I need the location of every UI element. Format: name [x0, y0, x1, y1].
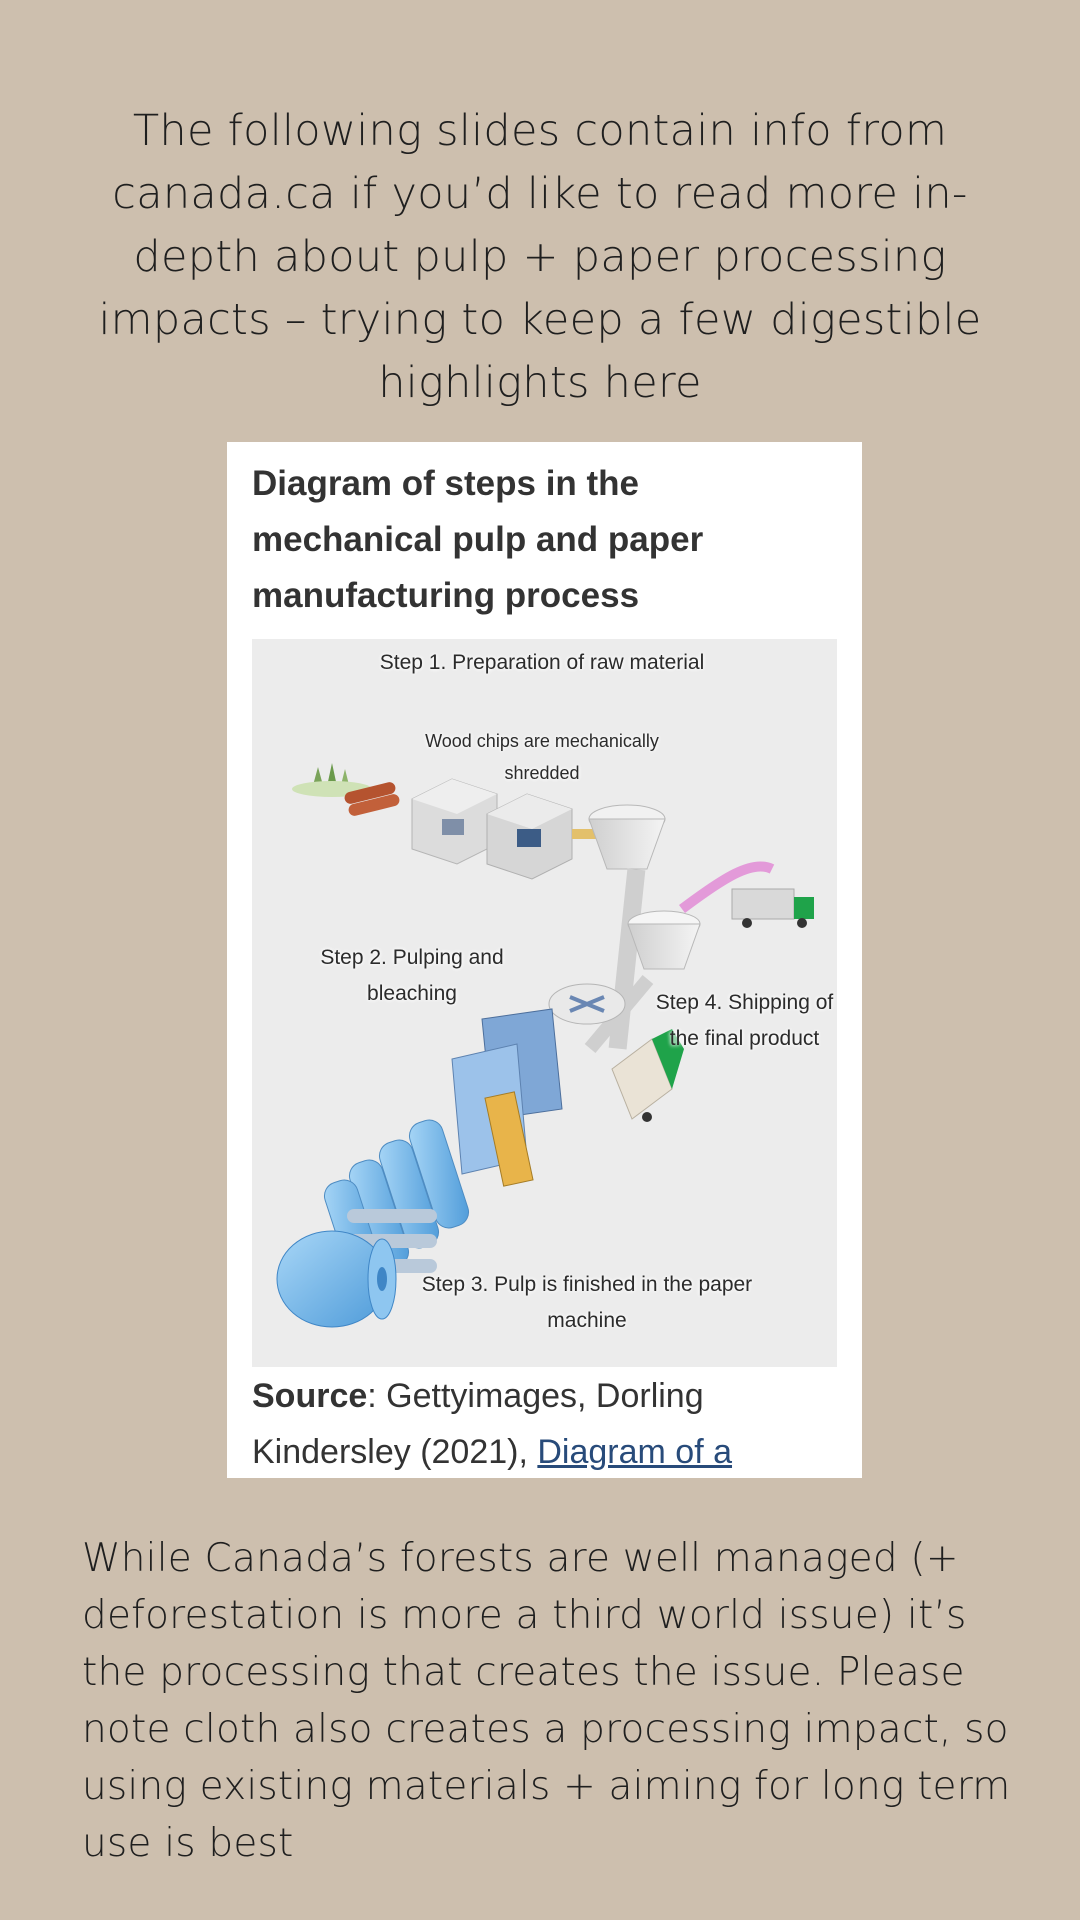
diagram-card: Diagram of steps in the mechanical pulp … — [227, 442, 862, 1478]
truck-icon-bottom — [611, 1029, 684, 1122]
truck-icon-top — [731, 888, 814, 928]
diagram-title: Diagram of steps in the mechanical pulp … — [252, 464, 704, 615]
intro-text: The following slides contain info from c… — [98, 106, 982, 408]
source-text: : Gettyimages, Dorling Kindersley (2021)… — [252, 1377, 704, 1471]
step3-label: Step 3. Pulp is finished in the paper ma… — [421, 1273, 753, 1332]
process-diagram-image: Step 1. Preparation of raw material Wood… — [252, 639, 837, 1367]
process-illustration — [276, 763, 814, 1328]
paper-roll-icon — [276, 1230, 397, 1328]
source-link[interactable]: Diagram of a — [537, 1433, 733, 1471]
step4-label: Step 4. Shipping of the final product — [655, 991, 834, 1050]
mixing-chamber — [548, 983, 626, 1025]
paper-machine — [323, 1008, 563, 1289]
source-caption: Source: Gettyimages, Dorling Kindersley … — [252, 1368, 842, 1478]
step1-label: Step 1. Preparation of raw material — [379, 651, 705, 674]
step2-label: Step 2. Pulping and bleaching — [320, 946, 504, 1005]
logs-icon — [344, 782, 400, 816]
source-label: Source — [252, 1377, 368, 1415]
shredder-machine — [411, 778, 612, 880]
outro-text: While Canada’s forests are well managed … — [82, 1536, 1011, 1866]
step1-sublabel: Wood chips are mechanically shredded — [425, 731, 659, 783]
